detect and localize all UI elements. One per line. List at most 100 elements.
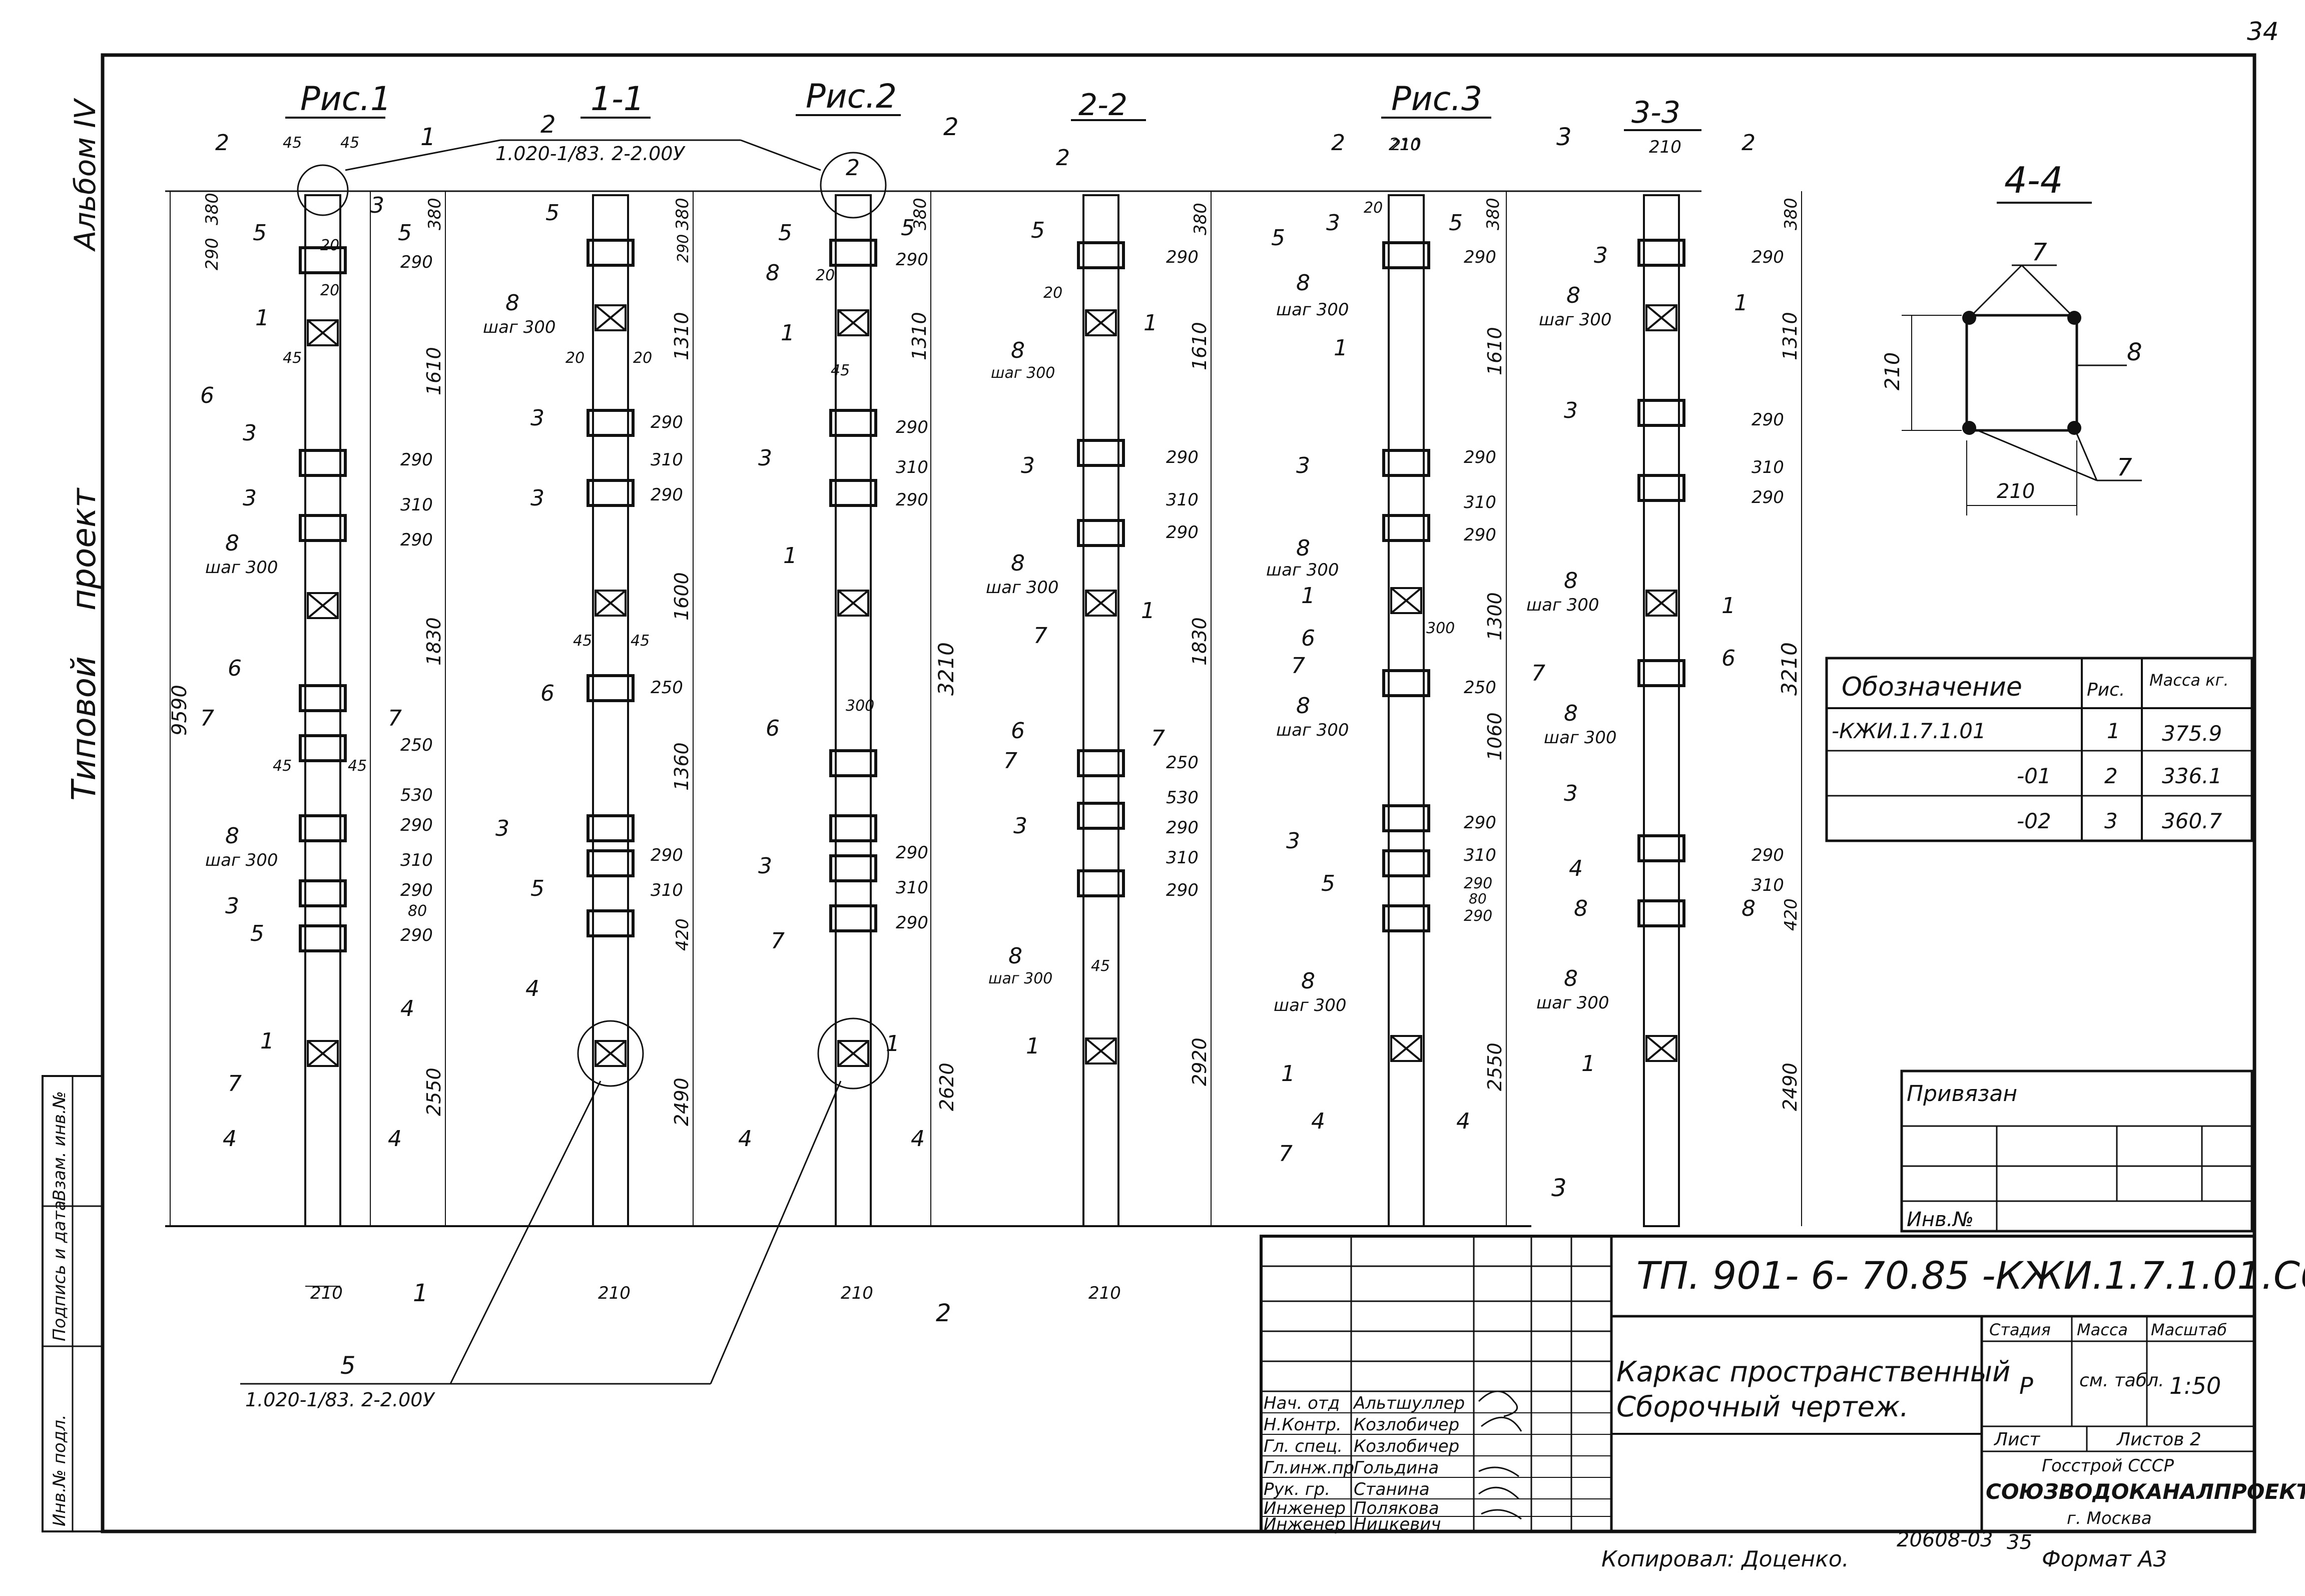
sheet-frame	[101, 53, 2256, 1533]
sec22-dim-4: 310	[1166, 490, 1199, 510]
title-line-1: Каркас пространственный	[1616, 1356, 2010, 1388]
fig2-dim-5: 290	[896, 490, 928, 510]
fig1-side-dim-3: 45	[273, 757, 292, 775]
sec22-dim-3: 290	[1166, 447, 1199, 467]
fig3-callout-8d: 8	[1301, 968, 1315, 994]
fig3-dim-1: 290	[1464, 247, 1496, 267]
fig2-callout-3b: 3	[758, 853, 772, 879]
sec33-callout-step-d: шаг 300	[1536, 993, 1609, 1013]
sec11-dim-9: 290	[651, 845, 683, 865]
fig3-dim-4: 310	[1464, 492, 1496, 512]
fig2-dim-2: 1310	[908, 312, 930, 360]
view-sec44: 4-4 210 210 7 8 7	[1881, 159, 2142, 515]
title-code: ТП. 901- 6- 70.85 -КЖИ.1.7.1.01.С6	[1636, 1253, 2305, 1298]
sec22-dim-10: 310	[1166, 848, 1199, 868]
sheets-label: Листов 2	[2116, 1429, 2201, 1450]
sec22-dim-7: 250	[1166, 753, 1199, 773]
fig3-title: Рис.3	[1391, 80, 1482, 118]
fig1-dim-r-8: 530	[400, 785, 433, 805]
sec11-callout-6: 6	[540, 681, 554, 706]
fig1-callout-8b: 8	[225, 823, 239, 849]
sec22-callout-step-a: шаг 300	[991, 364, 1055, 382]
fig2-title: Рис.2	[806, 77, 897, 116]
fig3-callout-4b: 4	[1456, 1109, 1470, 1134]
fig3-callout-3a: 3	[1326, 210, 1340, 236]
fig1-dim-r-7: 250	[400, 735, 433, 755]
fig3-dim-10: 310	[1464, 845, 1496, 865]
sec22-callout-1c: 1	[1026, 1033, 1040, 1059]
fig3-callout-1a: 1	[1334, 335, 1348, 361]
fig2-dim-3: 290	[896, 417, 928, 437]
fig1-spacers	[299, 246, 347, 952]
sec22-callout-8b: 8	[1011, 551, 1025, 576]
sec11-dim-1: 290	[675, 234, 692, 263]
fig2-callout-4b: 4	[911, 1126, 925, 1152]
fig3-callout-8a: 8	[1296, 270, 1310, 296]
staff-name-6: Ницкевич	[1354, 1514, 1441, 1534]
view-fig2: Рис.2 380 290 1310 290 310 290 3210 290 …	[738, 77, 959, 1327]
mass-row1-mass: 336.1	[2162, 764, 2222, 788]
sec33-dim-3: 290	[1752, 410, 1784, 430]
sec11-callout-3b: 3	[530, 485, 544, 511]
sec11-dim-12: 2490	[671, 1078, 693, 1126]
sec33-callout-2: 2	[1742, 130, 1756, 156]
left-approval-strip: Инв.№ подл. Подпись и дата Взам. инв.№	[42, 1075, 104, 1532]
fig3-callout-7c: 7	[1531, 661, 1545, 686]
sec22-dim-1: 290	[1166, 247, 1199, 267]
staff-name-5: Полякова	[1354, 1498, 1439, 1518]
sec11-callout-8: 8	[505, 290, 519, 316]
album-label: Альбом IV	[68, 98, 102, 252]
sec22-side-dim-1: 45	[1091, 957, 1110, 975]
staff-name-4: Станина	[1354, 1479, 1430, 1499]
org-line-2: СОЮЗВОДОКАНАЛПРОЕКТ	[1986, 1479, 2305, 1504]
mass-row1-fig: 2	[2104, 764, 2118, 788]
fig1-callout-4c: 4	[388, 1126, 402, 1152]
sec22-dim-5: 290	[1166, 522, 1199, 543]
fig2-section-mark-bottom: 2	[936, 1299, 951, 1327]
project-label-1: Типовой	[65, 656, 103, 801]
sheet-mark: 35	[2007, 1531, 2032, 1554]
sec22-dim-8: 530	[1166, 788, 1199, 808]
sec22-column	[1082, 194, 1119, 1227]
sec22-callout-7a: 7	[1033, 623, 1047, 649]
sec22-title: 2-2	[1078, 88, 1127, 123]
fig3-side-dim-2: 300	[1426, 620, 1455, 637]
staff-role-0: Нач. отд	[1264, 1393, 1340, 1413]
sheet-label: Лист	[1993, 1429, 2040, 1450]
fig3-callout-3b: 3	[1296, 453, 1310, 478]
sec11-dim-10: 310	[651, 880, 683, 900]
fig3-section-mark-bottom: 3	[1551, 1174, 1567, 1202]
fig1-dim-r-12: 80	[408, 902, 427, 920]
sec33-callout-3a: 3	[1594, 243, 1608, 268]
fig1-callout-step-b: шаг 300	[205, 850, 278, 870]
sec11-dim-8: 1360	[671, 742, 693, 791]
sec22-dim-9: 290	[1166, 818, 1199, 838]
title-block: ТП. 901- 6- 70.85 -КЖИ.1.7.1.01.С6 Карка…	[1260, 1235, 2305, 1534]
scale-value: 1:50	[2169, 1372, 2221, 1399]
staff-role-6: Инженер	[1264, 1514, 1346, 1534]
fig2-callout-7: 7	[771, 928, 785, 954]
fig1-callout-7c: 7	[388, 706, 402, 731]
fig3-callout-1c: 1	[1281, 1061, 1295, 1087]
fig1-dim-r-5: 290	[400, 530, 433, 550]
title-line-2: Сборочный чертеж.	[1616, 1391, 1909, 1423]
fig2-callout-1c: 1	[886, 1031, 900, 1056]
fig1-callout-8a: 8	[225, 530, 239, 556]
fig1-callout-5c: 5	[250, 921, 264, 946]
format-label: Формат А3	[2042, 1546, 2167, 1572]
fig2-section-mark-top: 2	[943, 113, 959, 141]
sec22-callout-step-c: шаг 300	[988, 970, 1052, 987]
fig1-side-dim-4: 45	[348, 757, 367, 775]
staff-role-2: Гл. спец.	[1264, 1436, 1343, 1456]
sec22-callout-3a: 3	[1021, 453, 1035, 478]
fig3-callout-3c: 3	[1286, 828, 1300, 854]
fig1-dim-r-2: 1610	[423, 347, 445, 395]
fig1-callout-4b: 4	[223, 1126, 237, 1152]
sec11-side-dim-0: 20	[565, 349, 585, 367]
sec44-callout-7a: 7	[2032, 238, 2047, 266]
sec33-callout-step-c: шаг 300	[1544, 728, 1617, 748]
sec33-callout-6: 6	[1721, 646, 1736, 671]
sec33-callout-8d: 8	[1574, 896, 1588, 921]
sec44-square	[1965, 314, 2078, 432]
sec33-callout-4: 4	[1569, 856, 1583, 881]
